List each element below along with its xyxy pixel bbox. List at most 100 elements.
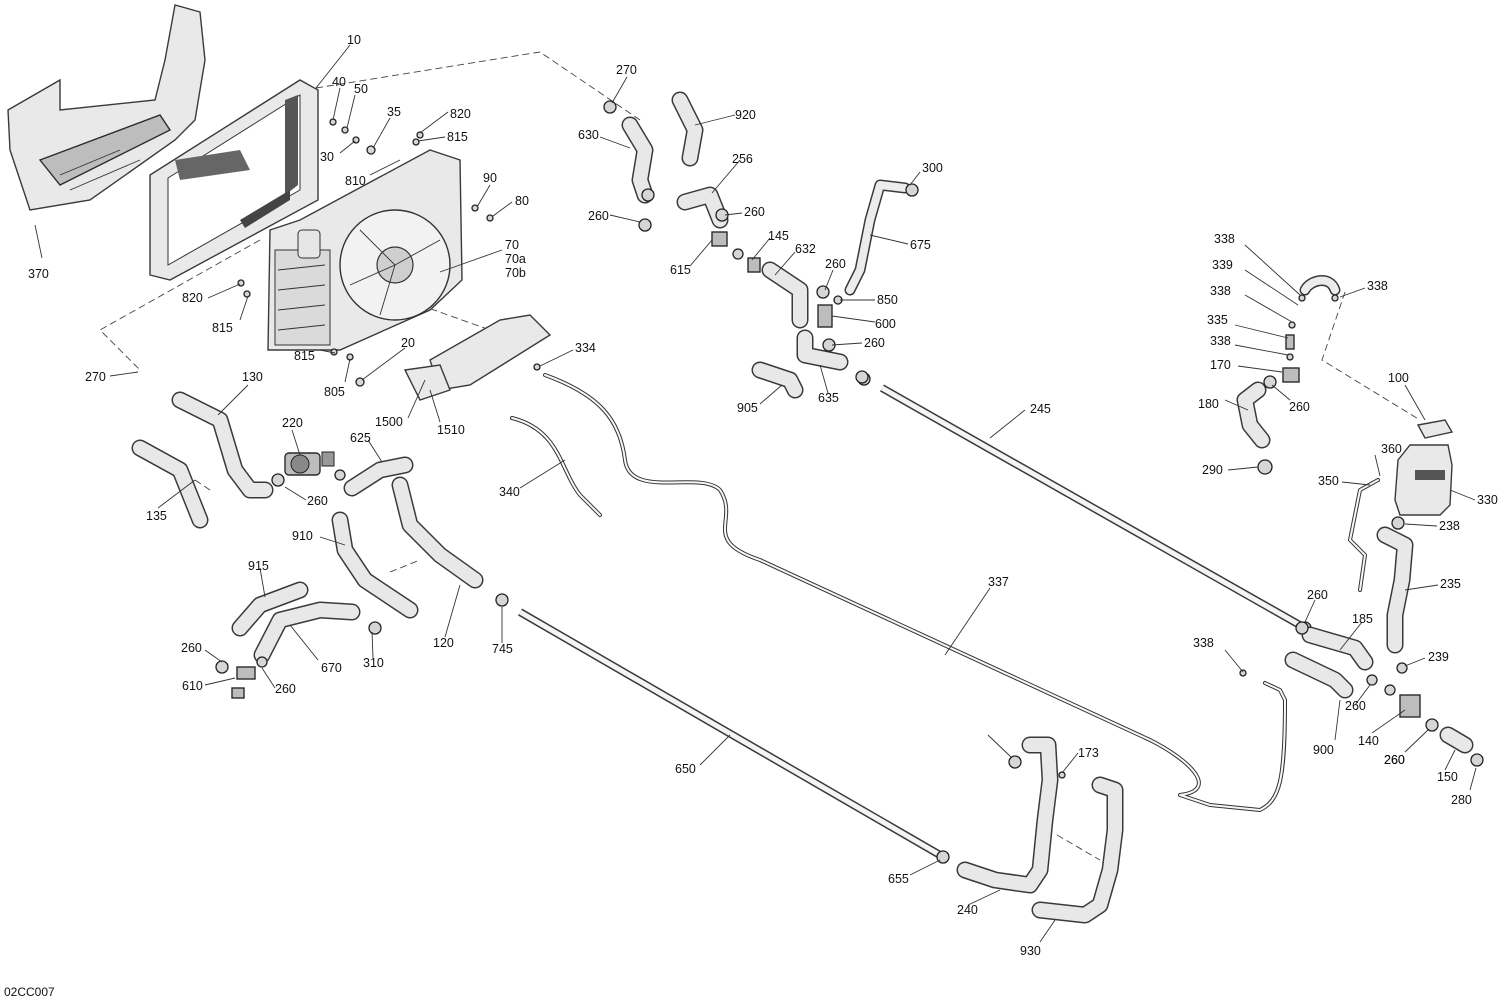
callout-70a: 70a <box>505 252 526 266</box>
callout-850: 850 <box>877 293 898 307</box>
callout-10: 10 <box>347 33 361 47</box>
callout-35: 35 <box>387 105 401 119</box>
callout-260: 260 <box>1289 400 1310 414</box>
callout-810: 810 <box>345 174 366 188</box>
callout-290: 290 <box>1202 463 1223 477</box>
callout-70b: 70b <box>505 266 526 280</box>
callout-338: 338 <box>1367 279 1388 293</box>
callout-120: 120 <box>433 636 454 650</box>
diagram-code: 02CC007 <box>4 985 55 999</box>
callout-256: 256 <box>732 152 753 166</box>
callout-140: 140 <box>1358 734 1379 748</box>
callout-340: 340 <box>499 485 520 499</box>
callout-900: 900 <box>1313 743 1334 757</box>
callout-338: 338 <box>1210 334 1231 348</box>
callout-100: 100 <box>1388 371 1409 385</box>
leader-lines <box>34 44 1477 943</box>
callout-260: 260 <box>1384 753 1405 767</box>
callout-185: 185 <box>1352 612 1373 626</box>
long-tubes <box>495 372 1312 864</box>
callout-135: 135 <box>146 509 167 523</box>
callout-238: 238 <box>1439 519 1460 533</box>
callout-260: 260 <box>1384 753 1405 767</box>
callout-625: 625 <box>350 431 371 445</box>
callout-815: 815 <box>294 349 315 363</box>
callout-260: 260 <box>1345 699 1366 713</box>
callout-920: 920 <box>735 108 756 122</box>
hoses-middle <box>603 91 919 399</box>
callout-300: 300 <box>922 161 943 175</box>
callout-350: 350 <box>1318 474 1339 488</box>
radiator-10 <box>149 79 319 281</box>
callout-310: 310 <box>363 656 384 670</box>
callout-600: 600 <box>875 317 896 331</box>
callout-635: 635 <box>818 391 839 405</box>
hoses-left <box>131 391 484 664</box>
callout-173: 173 <box>1078 746 1099 760</box>
callout-370: 370 <box>28 267 49 281</box>
callout-170: 170 <box>1210 358 1231 372</box>
callout-130: 130 <box>242 370 263 384</box>
callout-338: 338 <box>1214 232 1235 246</box>
thermostat-housing-220 <box>271 451 346 487</box>
callout-80: 80 <box>515 194 529 208</box>
callout-220: 220 <box>282 416 303 430</box>
bleed-lines <box>510 373 1287 812</box>
hoses-right <box>1236 275 1484 767</box>
callout-260: 260 <box>307 494 328 508</box>
callout-145: 145 <box>768 229 789 243</box>
callout-235: 235 <box>1440 577 1461 591</box>
bracket-1500 <box>403 314 552 401</box>
callout-150: 150 <box>1437 770 1458 784</box>
callout-239: 239 <box>1428 650 1449 664</box>
callout-1510: 1510 <box>437 423 465 437</box>
callout-330: 330 <box>1477 493 1498 507</box>
callout-630: 630 <box>578 128 599 142</box>
callout-650: 650 <box>675 762 696 776</box>
callout-338: 338 <box>1193 636 1214 650</box>
callout-610: 610 <box>182 679 203 693</box>
callout-615: 615 <box>670 263 691 277</box>
callout-675: 675 <box>910 238 931 252</box>
callout-260: 260 <box>181 641 202 655</box>
callout-360: 360 <box>1381 442 1402 456</box>
callout-labels: 10 40 50 35 820 815 30 810 90 80 70 70a … <box>28 33 1498 958</box>
callout-260: 260 <box>1307 588 1328 602</box>
callout-670: 670 <box>321 661 342 675</box>
callout-30: 30 <box>320 150 334 164</box>
callout-905: 905 <box>737 401 758 415</box>
callout-50: 50 <box>354 82 368 96</box>
callout-805: 805 <box>324 385 345 399</box>
hoses-lower <box>956 736 1124 924</box>
callout-90: 90 <box>483 171 497 185</box>
callout-335: 335 <box>1207 313 1228 327</box>
callout-260: 260 <box>588 209 609 223</box>
callout-240: 240 <box>957 903 978 917</box>
air-deflector-370 <box>7 4 206 211</box>
callout-815: 815 <box>447 130 468 144</box>
callout-20: 20 <box>401 336 415 350</box>
callout-910: 910 <box>292 529 313 543</box>
callout-815: 815 <box>212 321 233 335</box>
callout-930: 930 <box>1020 944 1041 958</box>
callout-70: 70 <box>505 238 519 252</box>
callout-180: 180 <box>1198 397 1219 411</box>
callout-270: 270 <box>616 63 637 77</box>
callout-260: 260 <box>864 336 885 350</box>
callout-260: 260 <box>275 682 296 696</box>
callout-337: 337 <box>988 575 1009 589</box>
callout-280: 280 <box>1451 793 1472 807</box>
callout-655: 655 <box>888 872 909 886</box>
callout-338: 338 <box>1210 284 1231 298</box>
callout-1500: 1500 <box>375 415 403 429</box>
fan-assembly-70 <box>267 149 463 351</box>
callout-820: 820 <box>182 291 203 305</box>
callout-260: 260 <box>825 257 846 271</box>
callout-270: 270 <box>85 370 106 384</box>
callout-40: 40 <box>332 75 346 89</box>
callout-632: 632 <box>795 242 816 256</box>
callout-745: 745 <box>492 642 513 656</box>
callout-339: 339 <box>1212 258 1233 272</box>
callout-334: 334 <box>575 341 596 355</box>
